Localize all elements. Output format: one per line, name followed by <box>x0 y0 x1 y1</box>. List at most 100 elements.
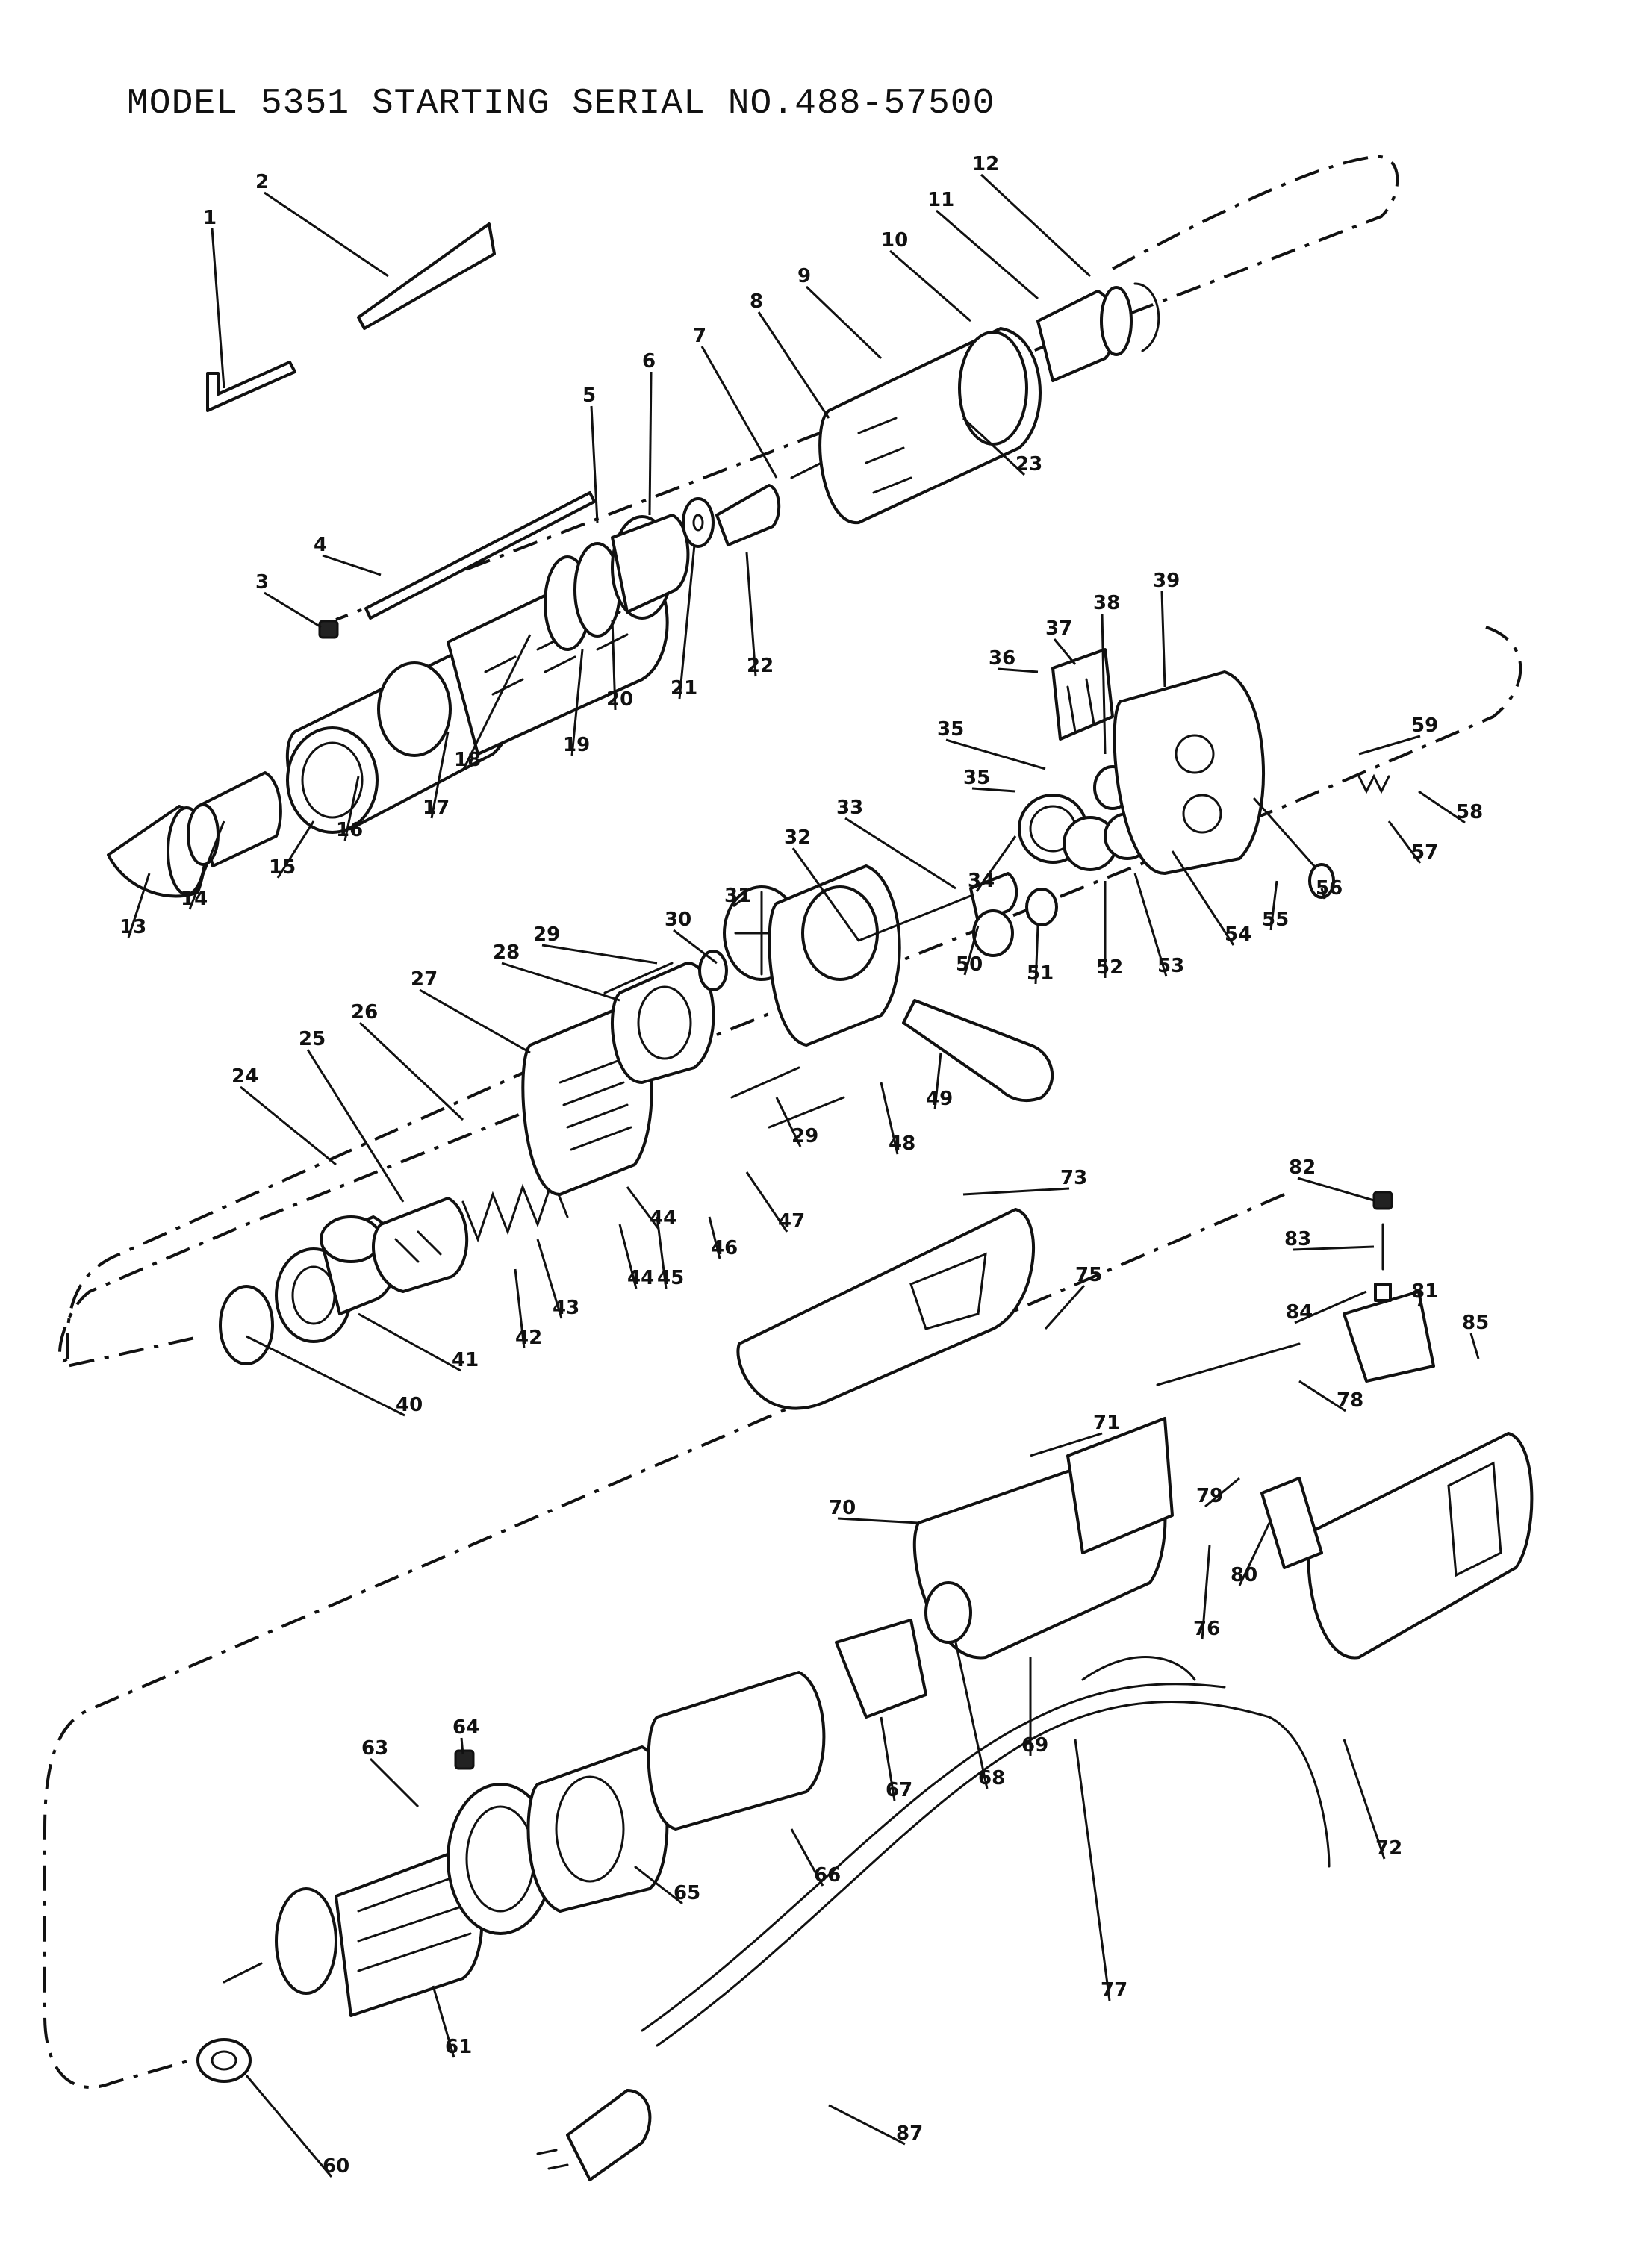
callout-60: 60 <box>323 2155 349 2178</box>
terminal-80 <box>1260 1477 1323 1569</box>
leader-line-2 <box>264 191 389 278</box>
leader-line-9 <box>805 285 883 360</box>
screws-29 <box>603 962 845 1129</box>
leader-line-18 <box>461 634 532 771</box>
callout-38: 38 <box>1093 592 1120 614</box>
shaft-55-56 <box>1253 797 1335 899</box>
leader-line-61 <box>432 1985 455 2058</box>
callout-66: 66 <box>814 1864 841 1887</box>
motor-housing-69-70 <box>912 1417 1174 1660</box>
bracket-37 <box>1051 648 1114 741</box>
leader-line-27 <box>419 988 531 1054</box>
leader-line-49 <box>933 1052 942 1110</box>
leader-line-54 <box>1171 850 1235 946</box>
leader-line-30 <box>673 929 718 965</box>
leader-line-12 <box>980 173 1092 278</box>
striker-22 <box>715 484 781 546</box>
leader-line-44 <box>618 1224 638 1289</box>
callout-49: 49 <box>926 1088 953 1110</box>
callout-64: 64 <box>452 1716 479 1739</box>
leader-line-5 <box>590 405 599 523</box>
leader-line-10 <box>889 249 971 323</box>
callout-36: 36 <box>989 647 1015 670</box>
leader-line-23 <box>962 417 1026 476</box>
nut-64 <box>454 1749 475 1770</box>
leader-line-22 <box>745 552 757 677</box>
boundary-middle <box>58 626 1522 1368</box>
handle-half-72 <box>1307 1432 1534 1660</box>
leader-line-24 <box>240 1085 337 1166</box>
field-65 <box>526 1745 669 1913</box>
leader-line-17 <box>430 731 450 819</box>
leader-line-63 <box>369 1757 420 1808</box>
callout-1: 1 <box>203 207 217 229</box>
callout-76: 76 <box>1193 1618 1220 1640</box>
callout-70: 70 <box>829 1497 856 1519</box>
callout-42: 42 <box>515 1327 542 1349</box>
leader-line-48 <box>880 1082 899 1155</box>
callout-4: 4 <box>314 534 327 556</box>
leader-line-58 <box>1418 790 1466 824</box>
end-cap-10-11 <box>1036 286 1133 382</box>
callout-19: 19 <box>563 734 590 756</box>
hex-key <box>206 361 296 412</box>
callout-73: 73 <box>1060 1167 1087 1189</box>
leader-line-19 <box>570 649 584 756</box>
guide-rod <box>364 491 596 620</box>
leader-line-57 <box>1387 820 1422 864</box>
leader-line-11 <box>936 209 1039 300</box>
callout-22: 22 <box>747 655 774 677</box>
leader-line-4 <box>322 554 382 576</box>
callout-27: 27 <box>411 968 438 991</box>
power-cord-77-87 <box>536 1656 1331 2181</box>
callout-7: 7 <box>693 325 706 347</box>
leader-line-60 <box>245 2075 333 2178</box>
leader-line-32 <box>791 847 860 941</box>
leader-line-33 <box>844 817 956 890</box>
callout-33: 33 <box>836 797 863 819</box>
bearings-50-51 <box>972 888 1058 957</box>
callout-56: 56 <box>1316 877 1343 900</box>
callout-82: 82 <box>1289 1156 1316 1179</box>
cylinder-8-9 <box>818 327 1042 525</box>
spacer-47 <box>698 950 728 991</box>
callout-20: 20 <box>606 688 633 711</box>
leader-line-71 <box>1030 1432 1103 1457</box>
callout-71: 71 <box>1093 1412 1120 1434</box>
leader-line-16 <box>343 776 360 841</box>
boundary-lower <box>43 1193 1285 2089</box>
leader-line-67 <box>880 1716 896 1801</box>
leader-line-81 <box>1417 1301 1422 1307</box>
leader-line-35 <box>971 787 1016 793</box>
leader-line-13 <box>127 873 151 938</box>
callout-63: 63 <box>361 1737 388 1760</box>
washer-21 <box>682 497 715 548</box>
leader-line-53 <box>1133 873 1168 977</box>
leader-line-64 <box>460 1737 464 1755</box>
spring-guide <box>611 514 690 614</box>
callout-85: 85 <box>1462 1312 1489 1334</box>
callout-32: 32 <box>784 826 811 849</box>
leader-line-29 <box>541 944 658 965</box>
leader-line-65 <box>634 1865 683 1905</box>
callout-3: 3 <box>255 571 269 594</box>
screw-82-84 <box>1372 1191 1393 1302</box>
callout-37: 37 <box>1045 617 1072 640</box>
leader-line-38 <box>1101 613 1107 755</box>
callout-59: 59 <box>1411 714 1438 737</box>
callout-5: 5 <box>582 384 596 407</box>
leader-line-82 <box>1297 1177 1375 1202</box>
boundary-upper <box>335 155 1399 621</box>
gear-housing-48 <box>768 864 901 1047</box>
leader-line-85 <box>1469 1333 1480 1359</box>
callout-44: 44 <box>650 1207 676 1230</box>
leader-line-1 <box>211 228 225 389</box>
diagram-title: MODEL 5351 STARTING SERIAL NO.488-57500 <box>127 84 995 124</box>
insulator-66 <box>647 1671 826 1831</box>
leader-line-8 <box>757 311 830 419</box>
callout-23: 23 <box>1015 453 1042 476</box>
leader-line-76 <box>1201 1545 1211 1640</box>
leader-line-29 <box>775 1097 802 1147</box>
callout-8: 8 <box>750 290 763 313</box>
